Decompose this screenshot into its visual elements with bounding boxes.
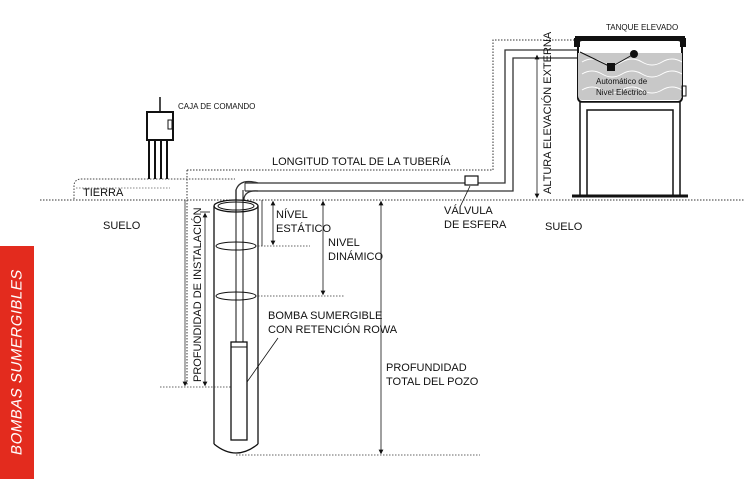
dynamic-level-label-2: DINÁMICO [328,250,383,263]
valve-label-2: DE ESFERA [444,219,507,231]
tank-stand [572,101,688,198]
dynamic-level-label-1: NIVEL [328,237,360,249]
static-level-label-2: ESTÁTICO [276,222,331,235]
valve-label-1: VÁLVULA [444,204,493,217]
static-level-label-1: NÍVEL [276,208,308,221]
control-box-label: CAJA DE COMANDO [178,102,255,111]
ground-mound [73,178,235,199]
well-depth-label-1: PROFUNDIDAD [386,362,467,374]
auto-level-label-1: Automático de [596,77,648,86]
well-depth-label-2: TOTAL DEL POZO [386,376,479,388]
pump-label-2: CON RETENCIÓN ROWA [268,323,398,336]
ground-label: TIERRA [83,187,124,199]
tank-label: TANQUE ELEVADO [606,23,678,32]
install-depth-label: PROFUNDIDAD DE INSTALACIÓN [191,207,204,382]
pump-label-1: BOMBA SUMERGIBLE [268,310,382,322]
soil-left-label: SUELO [103,220,141,232]
ball-valve [464,175,479,186]
soil-right-label: SUELO [545,221,583,233]
pipe-length-label: LONGITUD TOTAL DE LA TUBERÍA [272,155,451,168]
elevation-label: ALTURA ELEVACIÓN EXTERNA [541,31,554,194]
side-banner [0,246,34,479]
elevated-tank [574,36,687,103]
control-box [146,97,174,179]
submersible-pump [230,190,248,441]
pipe [235,49,582,200]
auto-level-label-2: Nivel Eléctrico [596,88,647,97]
